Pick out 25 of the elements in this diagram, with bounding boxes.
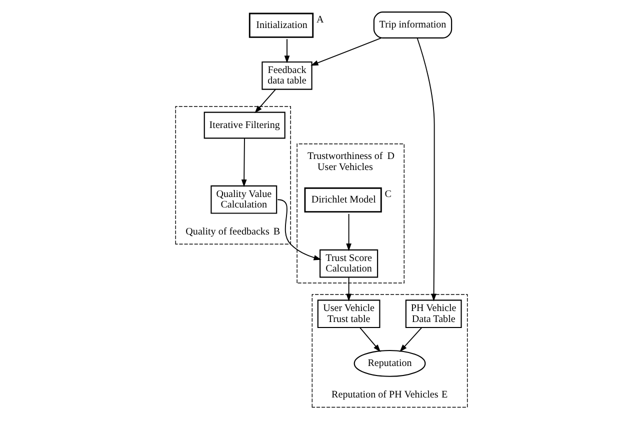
arrow xyxy=(359,327,380,352)
arrow xyxy=(416,38,436,302)
node-label: C xyxy=(384,188,391,200)
node-label: A xyxy=(316,14,324,26)
arrow xyxy=(284,38,290,64)
node-box: Initialization xyxy=(248,12,314,38)
node-label: B xyxy=(272,226,280,238)
arrow xyxy=(240,138,246,188)
arrow xyxy=(276,199,321,260)
node-box: User Vehicle Trust table xyxy=(316,300,380,328)
node-label: D xyxy=(386,151,394,162)
arrow xyxy=(399,327,422,352)
node-box: Iterative Filtering xyxy=(203,112,285,139)
node-label: E xyxy=(441,390,448,401)
arrow xyxy=(346,213,351,252)
node-box: Quality Value Calculation xyxy=(210,185,277,214)
node-box: Dirichlet Model xyxy=(304,187,382,213)
arrow xyxy=(254,89,276,114)
node-box: Trust Score Calculation xyxy=(319,249,378,278)
node-ellipse: Reputation xyxy=(353,350,426,377)
node-box: PH Vehicle Data Table xyxy=(404,300,462,328)
node-box: Trip information xyxy=(372,12,452,38)
arrow xyxy=(310,38,382,66)
arrow xyxy=(346,276,351,302)
node-box: Feedback data table xyxy=(261,61,312,90)
